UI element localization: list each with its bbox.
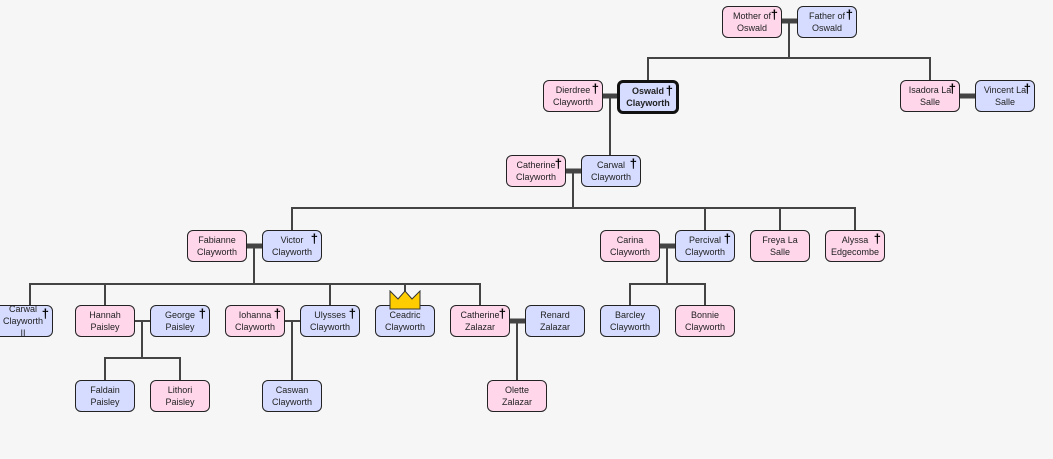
person-faldain-paisley[interactable]: Faldain Paisley xyxy=(75,380,135,412)
deceased-cross-icon: † xyxy=(665,83,673,98)
person-catherine-zalazar[interactable]: Catherine Zalazar† xyxy=(450,305,510,337)
person-name: George Paisley xyxy=(164,310,196,332)
person-name: Father of Oswald xyxy=(808,11,846,33)
person-carwal-clayworth-ii[interactable]: Carwal Clayworth II† xyxy=(0,304,53,338)
deceased-cross-icon: † xyxy=(273,306,281,321)
deceased-cross-icon: † xyxy=(554,156,562,171)
person-name: Isadora La Salle xyxy=(908,85,952,107)
person-barcley-clayworth[interactable]: Barcley Clayworth xyxy=(600,305,660,337)
deceased-cross-icon: † xyxy=(873,231,881,246)
person-name: Bonnie Clayworth xyxy=(684,310,725,332)
deceased-cross-icon: † xyxy=(41,306,49,321)
person-lithori-paisley[interactable]: Lithori Paisley xyxy=(150,380,210,412)
deceased-cross-icon: † xyxy=(629,156,637,171)
person-name: Carwal Clayworth II xyxy=(2,304,43,338)
person-name: Faldain Paisley xyxy=(90,385,120,407)
person-name: Vincent La Salle xyxy=(983,85,1027,107)
person-isadora-la-salle[interactable]: Isadora La Salle† xyxy=(900,80,960,112)
person-name: Ulysses Clayworth xyxy=(309,310,350,332)
deceased-cross-icon: † xyxy=(591,81,599,96)
person-mother-of-oswald[interactable]: Mother of Oswald† xyxy=(722,6,782,38)
deceased-cross-icon: † xyxy=(770,7,778,22)
person-name: Hannah Paisley xyxy=(89,310,121,332)
person-bonnie-clayworth[interactable]: Bonnie Clayworth xyxy=(675,305,735,337)
person-name: Alyssa Edgecombe xyxy=(830,235,880,257)
person-olette-zalazar[interactable]: Olette Zalazar xyxy=(487,380,547,412)
person-vincent-la-salle[interactable]: Vincent La Salle† xyxy=(975,80,1035,112)
deceased-cross-icon: † xyxy=(498,306,506,321)
person-freya-la-salle[interactable]: Freya La Salle xyxy=(750,230,810,262)
person-name: Renard Zalazar xyxy=(539,310,570,332)
person-alyssa-edgecombe[interactable]: Alyssa Edgecombe† xyxy=(825,230,885,262)
person-fabianne-clayworth[interactable]: Fabianne Clayworth xyxy=(187,230,247,262)
deceased-cross-icon: † xyxy=(845,7,853,22)
person-ceadric-clayworth[interactable]: Ceadric Clayworth xyxy=(375,305,435,337)
person-percival-clayworth[interactable]: Percival Clayworth† xyxy=(675,230,735,262)
person-dierdree-clayworth[interactable]: Dierdree Clayworth† xyxy=(543,80,603,112)
person-name: Catherine Zalazar xyxy=(460,310,500,332)
person-name: Carina Clayworth xyxy=(609,235,650,257)
person-father-of-oswald[interactable]: Father of Oswald† xyxy=(797,6,857,38)
person-name: Carwal Clayworth xyxy=(590,160,631,182)
person-iohanna-clayworth[interactable]: Iohanna Clayworth† xyxy=(225,305,285,337)
person-name: Lithori Paisley xyxy=(165,385,195,407)
person-catherine-clayworth[interactable]: Catherine Clayworth† xyxy=(506,155,566,187)
person-hannah-paisley[interactable]: Hannah Paisley xyxy=(75,305,135,337)
person-carina-clayworth[interactable]: Carina Clayworth xyxy=(600,230,660,262)
person-name: Percival Clayworth xyxy=(684,235,725,257)
crown-icon xyxy=(389,290,421,310)
deceased-cross-icon: † xyxy=(348,306,356,321)
person-ulysses-clayworth[interactable]: Ulysses Clayworth† xyxy=(300,305,360,337)
deceased-cross-icon: † xyxy=(948,81,956,96)
person-victor-clayworth[interactable]: Victor Clayworth† xyxy=(262,230,322,262)
person-carwal-clayworth[interactable]: Carwal Clayworth† xyxy=(581,155,641,187)
deceased-cross-icon: † xyxy=(1023,81,1031,96)
deceased-cross-icon: † xyxy=(310,231,318,246)
person-george-paisley[interactable]: George Paisley† xyxy=(150,305,210,337)
person-renard-zalazar[interactable]: Renard Zalazar xyxy=(525,305,585,337)
person-name: Caswan Clayworth xyxy=(271,385,312,407)
deceased-cross-icon: † xyxy=(198,306,206,321)
person-caswan-clayworth[interactable]: Caswan Clayworth xyxy=(262,380,322,412)
person-name: Catherine Clayworth xyxy=(515,160,556,182)
person-name: Victor Clayworth xyxy=(271,235,312,257)
deceased-cross-icon: † xyxy=(723,231,731,246)
person-name: Iohanna Clayworth xyxy=(234,310,275,332)
person-name: Olette Zalazar xyxy=(501,385,532,407)
person-name: Oswald Clayworth xyxy=(626,86,670,108)
person-name: Fabianne Clayworth xyxy=(196,235,237,257)
person-name: Barcley Clayworth xyxy=(609,310,650,332)
person-name: Freya La Salle xyxy=(762,235,798,257)
person-name: Mother of Oswald xyxy=(732,11,772,33)
person-name: Dierdree Clayworth xyxy=(552,85,593,107)
person-name: Ceadric Clayworth xyxy=(384,310,425,332)
person-oswald-clayworth[interactable]: Oswald Clayworth† xyxy=(617,80,679,114)
